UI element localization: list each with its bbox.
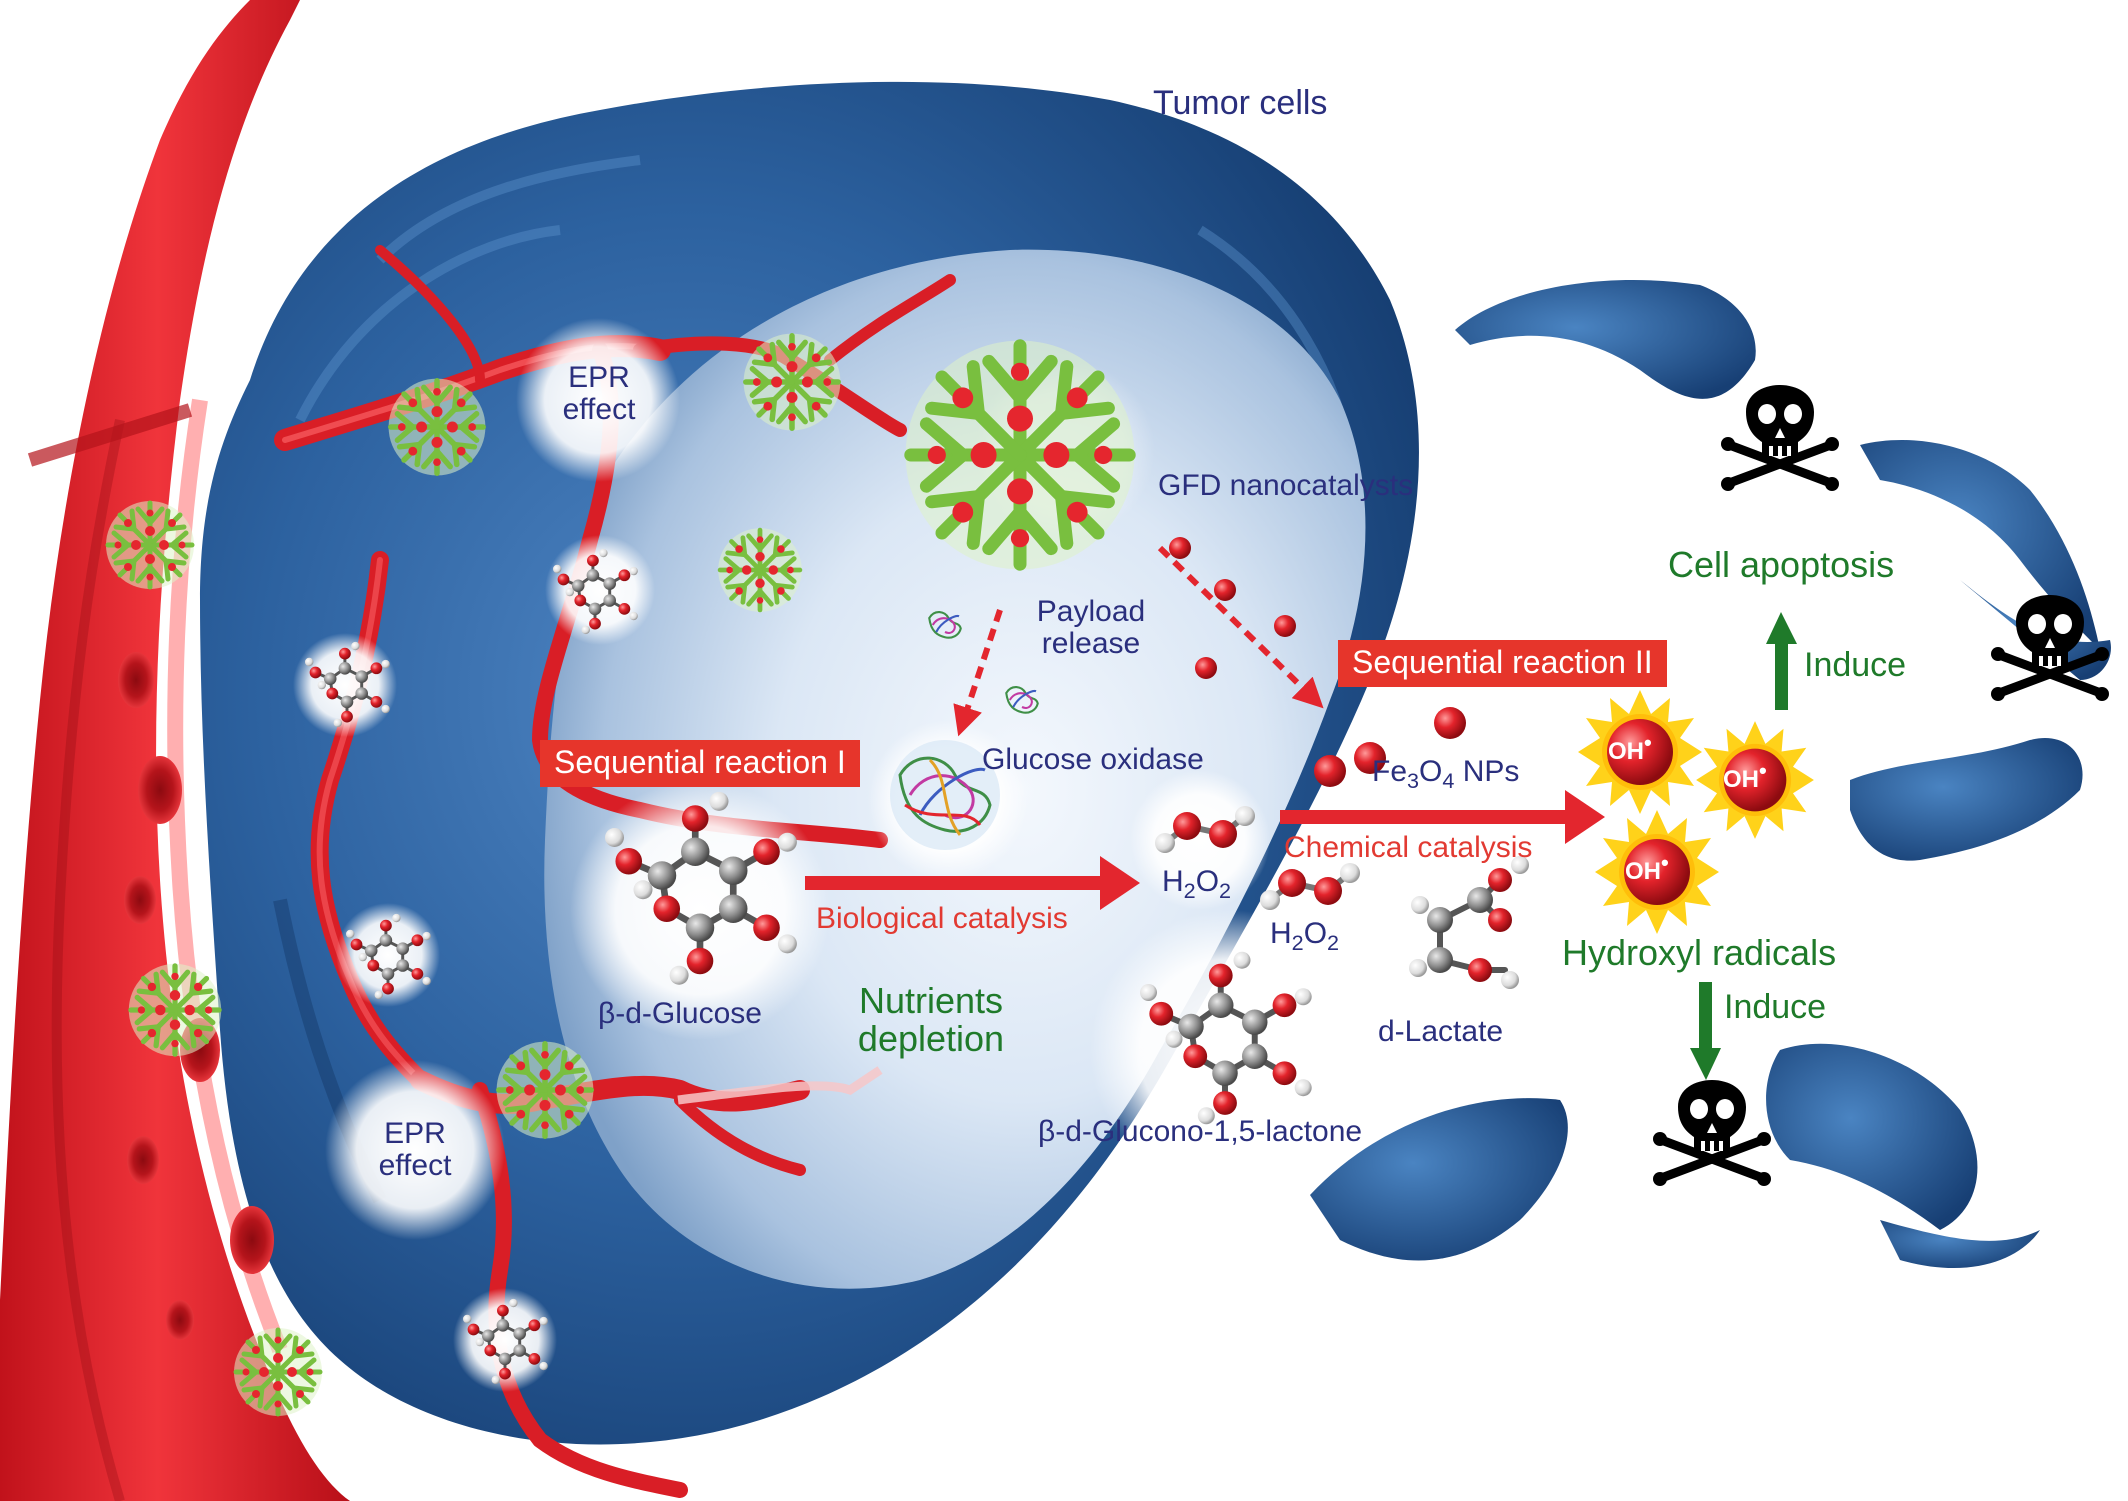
induce-arrows: [1690, 612, 1797, 1080]
label-cell-apoptosis: Cell apoptosis: [1668, 544, 1895, 585]
label-nutrients-depletion-line2: depletion: [857, 1017, 1005, 1059]
oh-radical-dot-1: •: [1644, 730, 1652, 755]
fe3o4-prefix: Fe: [1372, 755, 1408, 788]
label-beta-d-glucose: β-d-Glucose: [598, 997, 762, 1030]
glucose-oxidase-protein-icon: [890, 611, 1039, 850]
label-gfd-nanocatalysts: GFD nanocatalysts: [1158, 469, 1414, 502]
catalysis-arrows: [805, 790, 1605, 910]
label-induce-up: Induce: [1804, 646, 1907, 684]
red-blood-cell-icon: [118, 652, 274, 1340]
fe3o4-nanoparticle-icon: [1169, 537, 1466, 787]
label-nutrients-depletion: Nutrients depletion: [848, 982, 1014, 1058]
label-glucose-oxidase: Glucose oxidase: [982, 743, 1204, 776]
label-h2o2-lower: H2O2: [1270, 918, 1339, 955]
label-induce-down: Induce: [1724, 988, 1827, 1026]
payload-release-arrows: [953, 545, 1324, 737]
h2o2-lower-sub1: 2: [1291, 930, 1304, 955]
oh-radical-dot-3: •: [1661, 850, 1669, 875]
label-epr-effect-bottom-line2: effect: [378, 1148, 452, 1182]
oh-radical-dot-2: •: [1759, 758, 1767, 783]
label-payload-release: Payload release: [1020, 596, 1162, 659]
label-h2o2-upper: H2O2: [1162, 866, 1231, 903]
label-chemical-catalysis: Chemical catalysis: [1284, 831, 1533, 864]
oh-radical-text-1: OH: [1608, 738, 1644, 765]
fe3o4-sub1: 3: [1407, 768, 1420, 793]
label-hydroxyl-radicals: Hydroxyl radicals: [1562, 932, 1837, 973]
label-biological-catalysis: Biological catalysis: [816, 902, 1068, 935]
hydroxyl-radical-icon: [1578, 690, 1814, 934]
label-sequential-reaction-2: Sequential reaction II: [1338, 640, 1667, 687]
oh-radical-label-1: OH•: [1608, 732, 1652, 766]
fe3o4-mid: O: [1419, 755, 1443, 788]
h2o2-lower-o: O: [1303, 917, 1328, 950]
lactate-molecule-icon: [1409, 856, 1529, 989]
h2o2-lower-sub2: 2: [1327, 930, 1340, 955]
label-nutrients-depletion-line1: Nutrients: [858, 980, 1004, 1021]
label-payload-release-line2: release: [1041, 626, 1141, 660]
h2o2-upper-o: O: [1195, 865, 1220, 898]
label-d-lactate: d-Lactate: [1378, 1015, 1504, 1048]
nutrients-pointer: [677, 1066, 883, 1105]
h2o2-upper-sub2: 2: [1219, 878, 1232, 903]
oh-radical-text-3: OH: [1625, 858, 1661, 885]
dead-cell-fragments: [1310, 280, 2111, 1269]
h2o2-upper-sub1: 2: [1183, 878, 1196, 903]
label-glucono-lactone: β-d-Glucono-1,5-lactone: [1038, 1115, 1363, 1148]
fe3o4-sub2: 4: [1442, 768, 1455, 793]
label-payload-release-line1: Payload: [1036, 595, 1146, 628]
label-epr-effect-bottom-line1: EPR: [384, 1117, 446, 1150]
label-epr-effect-bottom: EPR effect: [362, 1118, 468, 1181]
label-fe3o4-nps: Fe3O4 NPs: [1372, 756, 1519, 793]
label-tumor-cells: Tumor cells: [1153, 84, 1328, 122]
oh-radical-label-2: OH•: [1723, 760, 1767, 794]
label-epr-effect-top-line1: EPR: [568, 361, 630, 394]
label-epr-effect-top-line2: effect: [562, 392, 636, 426]
fe3o4-suffix: NPs: [1454, 755, 1520, 788]
oh-radical-text-2: OH: [1723, 766, 1759, 793]
label-epr-effect-top: EPR effect: [546, 362, 652, 425]
h2o2-lower-h: H: [1270, 917, 1292, 950]
h2o2-upper-h: H: [1162, 865, 1184, 898]
label-sequential-reaction-1: Sequential reaction I: [540, 740, 860, 787]
oh-radical-label-3: OH•: [1625, 852, 1669, 886]
